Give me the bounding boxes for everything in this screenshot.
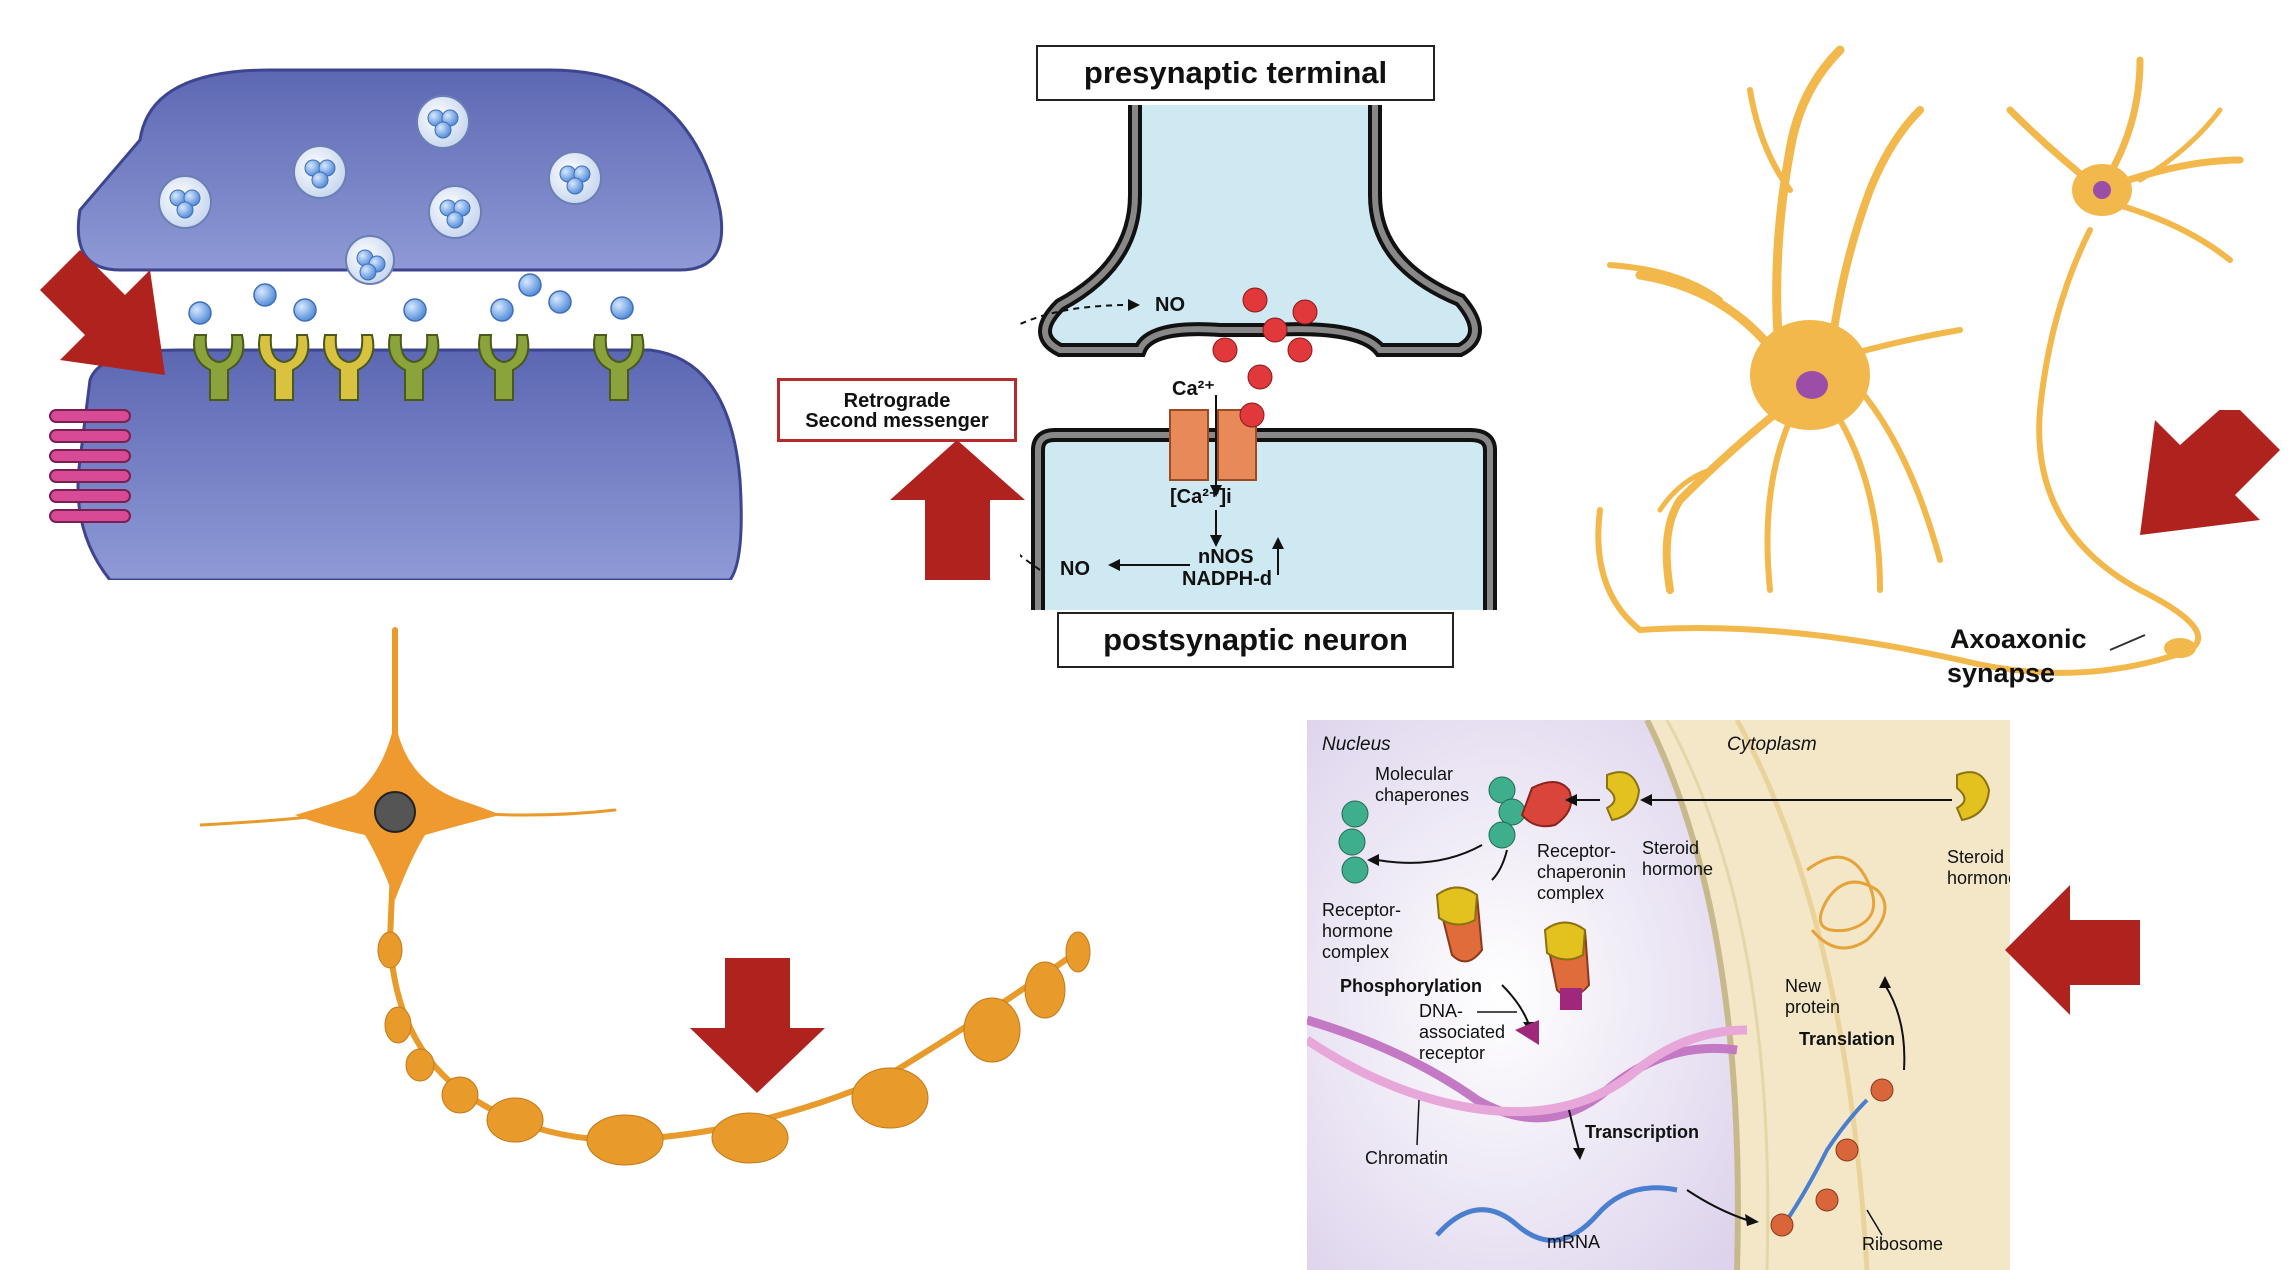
nadph-label: NADPH-d	[1182, 568, 1272, 590]
chromatin-label: Chromatin	[1365, 1148, 1448, 1168]
molecular-chaperones	[1338, 776, 1526, 884]
varicosities	[377, 931, 1091, 1166]
red-arrow-down	[690, 958, 825, 1093]
cytoplasm-label: Cytoplasm	[1727, 734, 1817, 755]
receptor-chap-2: chaperonin	[1537, 862, 1626, 882]
receptor-chap-1: Receptor-	[1537, 841, 1616, 861]
ca-i-label: [Ca²⁺]i	[1170, 486, 1232, 508]
dna-2: associated	[1419, 1022, 1505, 1042]
receptor-hormone-3: complex	[1322, 942, 1389, 962]
no-top-label: NO	[1155, 294, 1185, 316]
neurotransmitters	[188, 273, 634, 325]
steroid-in-1: Steroid	[1642, 838, 1699, 858]
red-arrow-up	[890, 440, 1025, 580]
red-arrow-left	[2005, 885, 2140, 1015]
steroid-hormone-outer	[1955, 771, 1991, 822]
red-arrow-diagonal-right	[2140, 410, 2280, 535]
retrograde-line1: Retrograde	[843, 390, 951, 412]
ca-label: Ca²⁺	[1172, 378, 1215, 400]
nucleus-label: Nucleus	[1322, 734, 1391, 755]
chromatin-helix	[1307, 1015, 1738, 1123]
steroid-hormone-inner	[1605, 771, 1641, 822]
calcium-ions	[1212, 287, 1318, 428]
retrograde-line2: Second messenger	[805, 410, 989, 432]
red-arrow-diagonal-left	[40, 250, 165, 375]
presynaptic-terminal-label: presynaptic terminal	[1036, 45, 1435, 101]
retrograde-second-messenger-box: Retrograde Second messenger	[777, 378, 1017, 442]
translation-label: Translation	[1799, 1029, 1895, 1049]
dna-1: DNA-	[1419, 1001, 1463, 1021]
axoaxonic-line2: synapse	[1947, 658, 2055, 688]
receptor-hormone-2: hormone	[1322, 921, 1393, 941]
mrna-label: mRNA	[1547, 1232, 1600, 1252]
new-protein-2: protein	[1785, 997, 1840, 1017]
new-protein-1: New	[1785, 976, 1822, 996]
vesicle-contents	[169, 109, 591, 281]
transcription-label: Transcription	[1585, 1122, 1699, 1142]
nnos-label: nNOS	[1198, 546, 1254, 568]
synapse-receptor-illustration	[49, 68, 743, 580]
steroid-out-2: hormone	[1947, 868, 2010, 888]
mrna-strand	[1435, 1185, 1678, 1243]
retrograde-no-diagram: NO Ca²⁺ [Ca²⁺]i nNOS NADPH-d NO	[1020, 105, 1497, 610]
molecular-label-1: Molecular	[1375, 764, 1453, 784]
molecular-label-2: chaperones	[1375, 785, 1469, 805]
ribosome-label: Ribosome	[1862, 1234, 1943, 1254]
postsynaptic-neuron-label: postsynaptic neuron	[1057, 612, 1454, 668]
receptors	[193, 334, 645, 401]
axoaxonic-line1: Axoaxonic	[1950, 624, 2087, 654]
phosphorylation-label: Phosphorylation	[1340, 976, 1482, 996]
new-protein-tangle	[1806, 855, 1887, 950]
steroid-in-2: hormone	[1642, 859, 1713, 879]
presynaptic-terminal	[76, 68, 724, 272]
steroid-hormone-mechanism-diagram: Nucleus Cytoplasm Molecular chaperones R…	[1307, 720, 2010, 1270]
steroid-out-1: Steroid	[1947, 847, 2004, 867]
axoaxonic-neurons-illustration: Axoaxonic synapse	[1595, 45, 2244, 688]
receptor-hormone-1: Receptor-	[1322, 900, 1401, 920]
ribosomes	[1770, 1078, 1894, 1237]
no-bottom-label: NO	[1060, 558, 1090, 580]
receptor-chaperonin-shape	[1520, 781, 1573, 828]
dna-3: receptor	[1419, 1043, 1485, 1063]
varicosity-neuron-illustration	[200, 627, 1091, 1166]
receptor-chap-3: complex	[1537, 883, 1604, 903]
membrane-protein-coil	[49, 409, 131, 523]
